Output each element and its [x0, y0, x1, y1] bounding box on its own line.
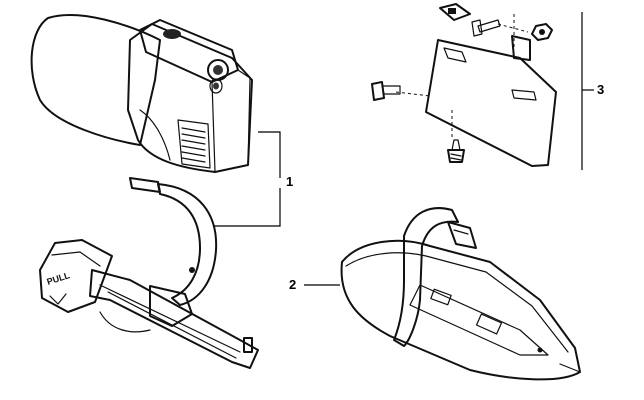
callout-part-2: 2	[289, 277, 296, 292]
flashlight	[30, 14, 253, 173]
callout-part-3: 3	[597, 82, 604, 97]
mounting-bracket	[371, 3, 557, 167]
callout-part-1: 1	[286, 174, 293, 189]
clamp-strap	[129, 177, 218, 306]
clamp-base: PULL	[39, 239, 259, 369]
holder-cradle	[340, 207, 581, 381]
grip-ribs	[177, 119, 211, 169]
arrow-down-icon	[49, 293, 67, 305]
pull-label: PULL	[46, 270, 72, 287]
leader-lines	[214, 12, 594, 286]
